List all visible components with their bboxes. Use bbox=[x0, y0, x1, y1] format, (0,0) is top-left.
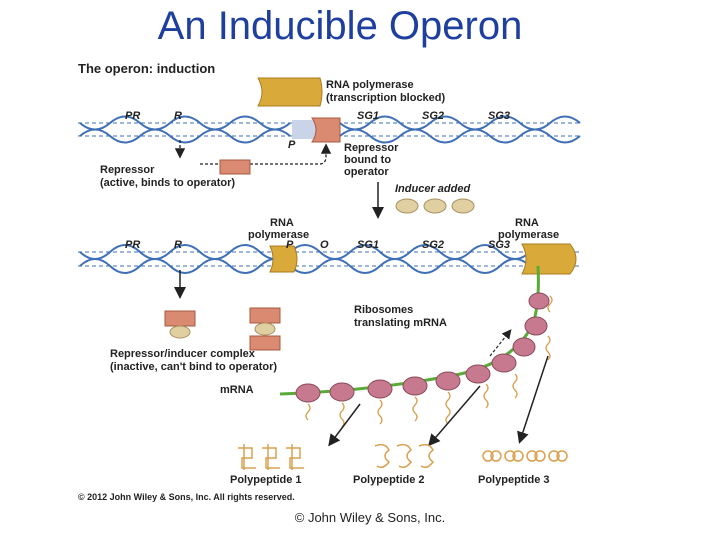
repressor-bound-shape bbox=[311, 117, 341, 143]
slide-title: An Inducible Operon bbox=[157, 4, 523, 48]
complex-label-2: (inactive, can't bind to operator) bbox=[110, 361, 277, 373]
inducer-molecule bbox=[254, 322, 276, 336]
rnap-blocked-label-2: (transcription blocked) bbox=[326, 92, 446, 104]
inducer-added-label: Inducer added bbox=[395, 183, 470, 195]
repressor-bound-label-2: bound to bbox=[344, 154, 391, 166]
polypeptide-3-label: Polypeptide 3 bbox=[478, 474, 550, 486]
inducer-molecule bbox=[395, 198, 419, 214]
gene-sg3-2: SG3 bbox=[488, 239, 510, 251]
figure-copyright: © 2012 John Wiley & Sons, Inc. All right… bbox=[78, 492, 295, 502]
rna-polymerase-blocked bbox=[257, 77, 323, 107]
repressor-inducer-complex bbox=[249, 335, 281, 351]
rna-pol-2-label-b: polymerase bbox=[248, 229, 309, 241]
dna-strand-1 bbox=[78, 115, 581, 144]
complex-label-1: Repressor/inducer complex bbox=[110, 348, 256, 360]
ribosome-group bbox=[295, 292, 550, 403]
repressor-inducer-complex bbox=[249, 307, 281, 324]
rna-pol-2-label-a: RNA bbox=[270, 217, 294, 229]
gene-p-1: P bbox=[288, 139, 296, 151]
ribosome-direction-arrow bbox=[489, 329, 512, 357]
rna-polymerase-transcribing bbox=[521, 243, 577, 275]
polypeptide-2-label: Polypeptide 2 bbox=[353, 474, 425, 486]
repressor-active-label-1: Repressor bbox=[100, 164, 155, 176]
rna-pol-3-label-a: RNA bbox=[515, 217, 539, 229]
repressor-bound-label-3: operator bbox=[344, 166, 389, 178]
rna-polymerase-promoter bbox=[269, 245, 298, 273]
repressor-bound-label-1: Repressor bbox=[344, 142, 399, 154]
arrow-to-polypeptide-3 bbox=[517, 355, 549, 444]
gene-r-2: R bbox=[174, 239, 182, 251]
gene-sg2-1: SG2 bbox=[422, 110, 444, 122]
repressor-inducer-complex bbox=[164, 310, 196, 327]
gene-r-1: R bbox=[174, 110, 182, 122]
slide-footer: © John Wiley & Sons, Inc. bbox=[294, 510, 446, 525]
rna-pol-3-label-b: polymerase bbox=[498, 229, 559, 241]
nascent-polypeptides bbox=[305, 295, 553, 428]
gene-pr-2: PR bbox=[125, 239, 140, 251]
gene-sg1-2: SG1 bbox=[357, 239, 379, 251]
gene-sg2-2: SG2 bbox=[422, 239, 444, 251]
operon-figure: The operon: induction RNA polymerase (tr… bbox=[78, 61, 581, 502]
inducer-molecule bbox=[451, 198, 475, 214]
polypeptide-2-shape bbox=[374, 443, 435, 469]
mrna-label: mRNA bbox=[220, 384, 254, 396]
gene-pr-1: PR bbox=[125, 110, 140, 122]
polypeptide-1-label: Polypeptide 1 bbox=[230, 474, 302, 486]
dna-strand-2 bbox=[78, 244, 580, 274]
rnap-blocked-label-1: RNA polymerase bbox=[326, 79, 414, 91]
arrow-to-polypeptide-2 bbox=[428, 385, 481, 447]
ribosomes-label-1: Ribosomes bbox=[354, 304, 413, 316]
figure-heading: The operon: induction bbox=[78, 61, 215, 76]
ribosomes-label-2: translating mRNA bbox=[354, 317, 447, 329]
repressor-active-label-2: (active, binds to operator) bbox=[100, 177, 235, 189]
inducer-molecule bbox=[423, 198, 447, 214]
mrna-strand bbox=[279, 265, 540, 396]
repressor-active-shape bbox=[219, 159, 251, 175]
polypeptide-1-shape bbox=[238, 444, 304, 470]
arrow-to-polypeptide-1 bbox=[328, 403, 361, 447]
gene-p-2: P bbox=[286, 239, 294, 251]
inducer-molecule bbox=[169, 325, 191, 339]
gene-o-2: O bbox=[320, 239, 329, 251]
gene-sg3-1: SG3 bbox=[488, 110, 510, 122]
polypeptide-3-shape bbox=[482, 450, 568, 462]
repressor-to-operator-arrow bbox=[200, 143, 332, 165]
gene-sg1-1: SG1 bbox=[357, 110, 379, 122]
